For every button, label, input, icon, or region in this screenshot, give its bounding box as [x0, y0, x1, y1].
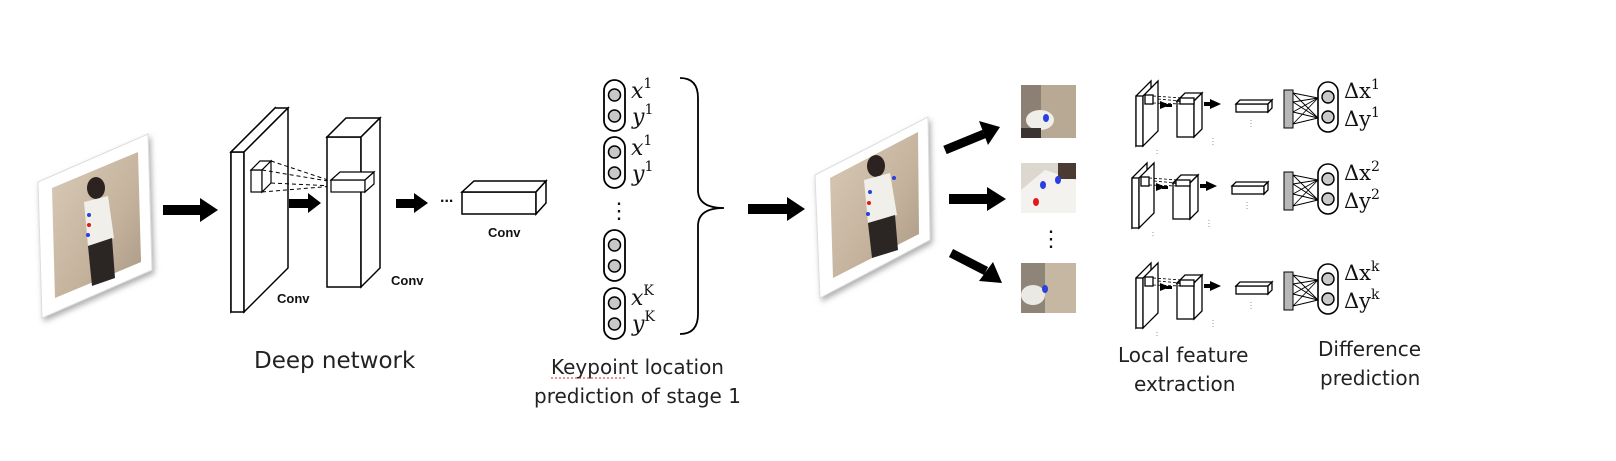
- arrow-to-patch-2: [949, 187, 1006, 211]
- svg-text:Δxk: Δxk: [1344, 259, 1380, 285]
- conv2-kernel: [329, 170, 376, 194]
- kp2-y: y: [631, 162, 645, 187]
- arrow-conv1-to-conv2: [289, 193, 321, 213]
- keypoint-group-3: [603, 229, 626, 282]
- difference-label-line1: Difference: [1318, 337, 1421, 361]
- diffk-dy: Δy: [1344, 289, 1371, 313]
- conv1-label: Conv: [277, 291, 310, 306]
- refinement-row-3: Δxk Δyk: [1135, 259, 1380, 338]
- svg-text:Δx1: Δx1: [1344, 77, 1380, 103]
- diff2-dy: Δy: [1344, 189, 1371, 213]
- input-image: [37, 133, 153, 319]
- patch-3: [1021, 263, 1076, 313]
- difference-label-line2: prediction: [1320, 366, 1420, 390]
- ellipsis-network: ...: [440, 189, 453, 206]
- svg-text:yK: yK: [631, 309, 655, 337]
- diff2-dx-sup: 2: [1371, 159, 1380, 175]
- diff1-dy: Δy: [1344, 107, 1371, 131]
- keypoint-label-line1: Keypoint location: [551, 355, 724, 379]
- keypoint-group-1: x1 y1: [603, 76, 653, 132]
- refinement-row-1: Δx1 Δy1: [1135, 77, 1380, 156]
- conv3-label: Conv: [488, 225, 521, 240]
- diff2-dx: Δx: [1344, 161, 1371, 185]
- svg-text:xK: xK: [631, 283, 654, 311]
- refinement-row-2: Δx2 Δy2: [1131, 159, 1380, 238]
- kp1-x: x: [631, 79, 644, 104]
- kpK-x-sup: K: [643, 283, 654, 299]
- diff1-dx: Δx: [1344, 79, 1371, 103]
- stage2-image: [814, 116, 931, 299]
- kp1-y-sup: 1: [644, 102, 653, 118]
- diff1-dy-sup: 1: [1371, 105, 1380, 121]
- svg-text:Δy2: Δy2: [1344, 187, 1380, 213]
- keypoint-group-2: x1 y1: [603, 133, 653, 189]
- arrow-to-patch-1: [943, 121, 1000, 155]
- svg-text:x1: x1: [631, 76, 652, 104]
- arrow-conv2-to-conv3: [396, 193, 428, 213]
- kp2-x: x: [631, 136, 644, 161]
- diffk-dx: Δx: [1344, 261, 1371, 285]
- svg-text:Δy1: Δy1: [1344, 105, 1380, 131]
- kp2-y-sup: 1: [644, 159, 653, 175]
- local-feature-label-line1: Local feature: [1118, 343, 1248, 367]
- kernel-projection-1: [261, 160, 335, 193]
- kp1-x-sup: 1: [643, 76, 652, 92]
- kp2-x-sup: 1: [643, 133, 652, 149]
- patch-1: [1021, 85, 1076, 138]
- conv-block-3: [460, 179, 548, 216]
- svg-text:y1: y1: [631, 159, 653, 187]
- keypoint-group-K: xK yK: [603, 283, 655, 340]
- diff1-dx-sup: 1: [1371, 77, 1380, 93]
- svg-text:Δyk: Δyk: [1344, 287, 1380, 313]
- conv-block-1: [229, 106, 290, 314]
- diffk-dy-sup: k: [1371, 287, 1380, 303]
- conv-block-2: [325, 116, 382, 289]
- patch-vdots: ⋮: [1040, 227, 1062, 252]
- conv2-label: Conv: [391, 273, 424, 288]
- local-feature-label-line2: extraction: [1134, 372, 1235, 396]
- diff2-dy-sup: 2: [1371, 187, 1380, 203]
- svg-text:y1: y1: [631, 102, 653, 130]
- arrow-to-patch-3: [948, 248, 1002, 283]
- kpK-y-sup: K: [644, 309, 655, 325]
- svg-text:Δx2: Δx2: [1344, 159, 1380, 185]
- person-figure: [84, 177, 115, 286]
- deep-network-label: Deep network: [254, 348, 416, 374]
- kpK-x: x: [631, 286, 644, 311]
- keypoint-label-line2: prediction of stage 1: [534, 384, 741, 408]
- kpK-y: y: [631, 312, 645, 337]
- person-figure-2: [864, 155, 898, 258]
- kp1-y: y: [631, 105, 645, 130]
- keypoint-vdots: ⋮: [608, 199, 630, 224]
- svg-text:x1: x1: [631, 133, 652, 161]
- arrow-keypoints-to-image: [748, 197, 805, 221]
- conv1-kernel: [249, 159, 273, 194]
- arrow-input-to-network: [163, 198, 218, 222]
- diffk-dx-sup: k: [1371, 259, 1380, 275]
- keypoint-brace: [679, 77, 725, 335]
- patch-2: [1021, 163, 1076, 213]
